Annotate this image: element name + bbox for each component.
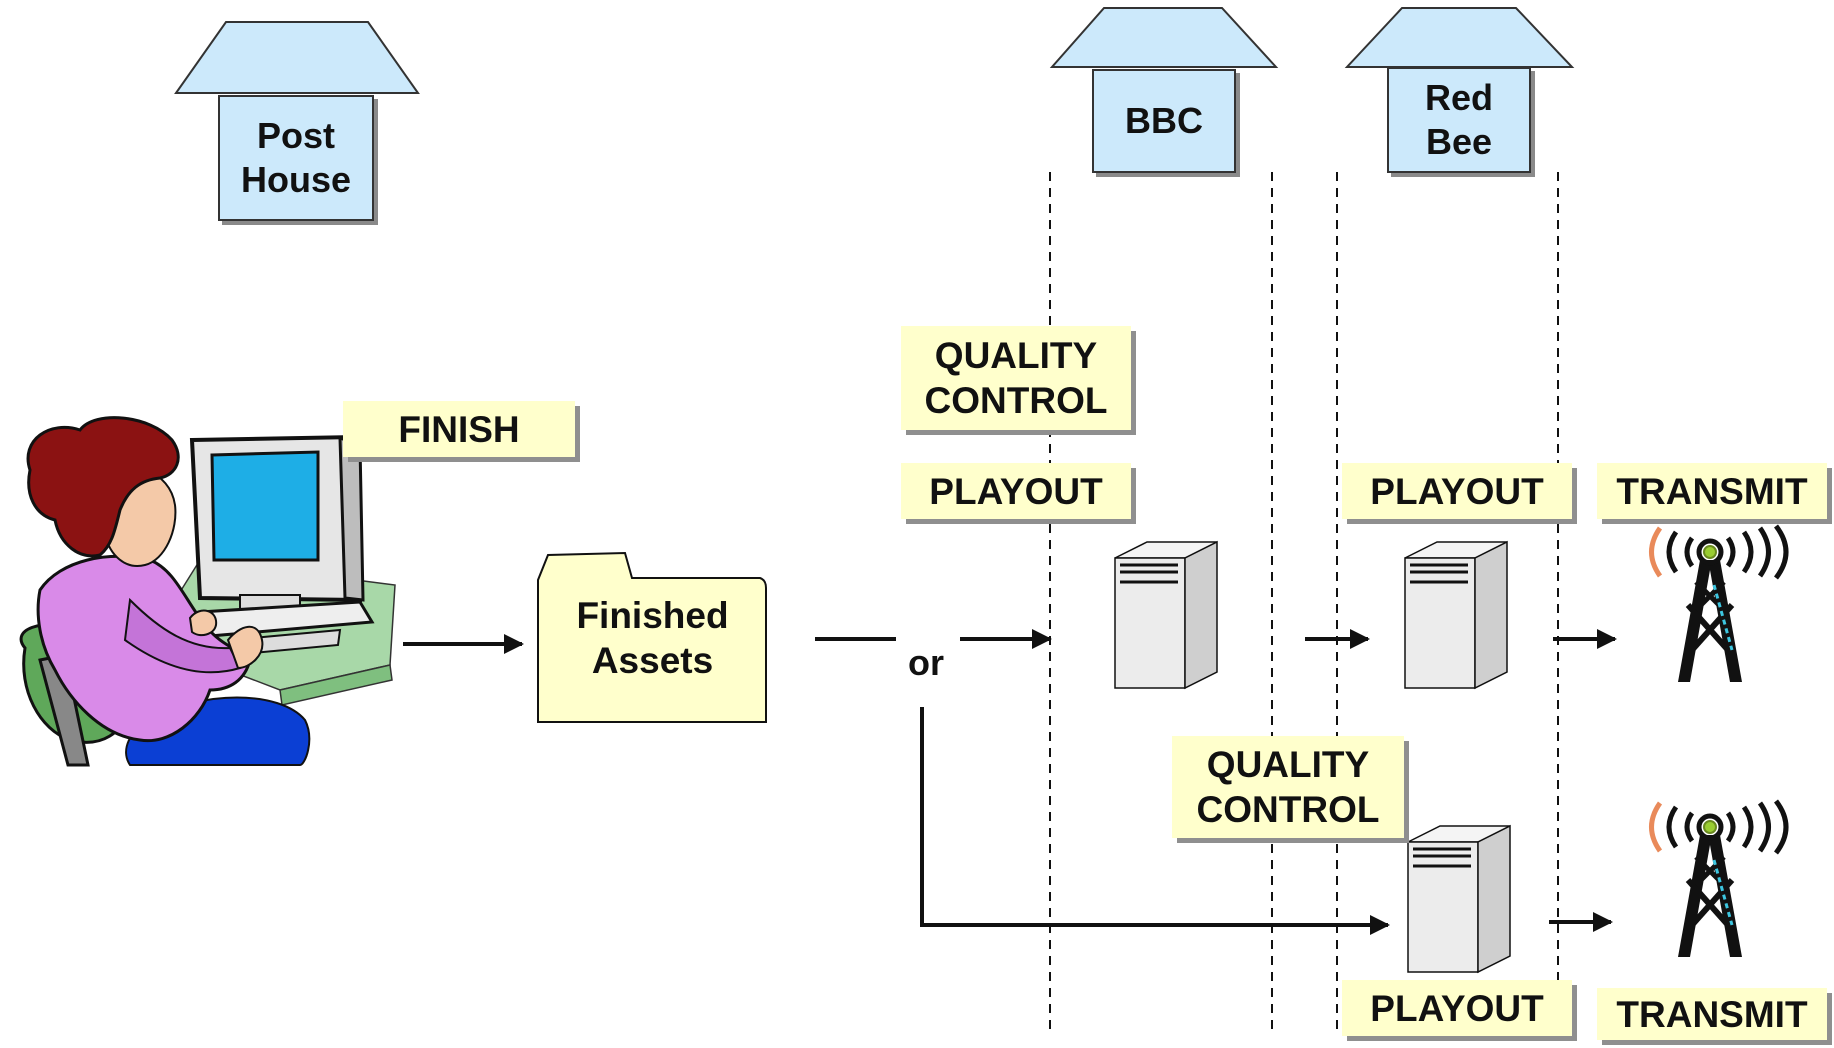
transmit-label: TRANSMIT (1597, 988, 1827, 1040)
finish-label: FINISH (343, 401, 575, 457)
finished-assets-label: Finished Assets (576, 595, 729, 681)
post-house-building: Post House (218, 95, 374, 221)
bbc-label: BBC (1125, 100, 1203, 141)
transmission-tower-icon (1649, 799, 1789, 957)
red-bee-building: Red Bee (1387, 67, 1531, 173)
quality-control-label: QUALITY CONTROL (901, 326, 1131, 430)
bbc-building: BBC (1092, 69, 1236, 173)
post-house-label: Post House (240, 115, 352, 200)
server-icon (1114, 540, 1218, 690)
server-icon (1404, 540, 1508, 690)
transmission-tower-icon (1649, 524, 1789, 682)
server-icon (1407, 824, 1511, 974)
playout-label: PLAYOUT (1342, 463, 1572, 519)
or-label: or (908, 642, 944, 683)
red-bee-label: Red Bee (1424, 77, 1493, 162)
playout-label: PLAYOUT (1342, 980, 1572, 1036)
playout-label: PLAYOUT (901, 463, 1131, 519)
transmit-label: TRANSMIT (1597, 463, 1827, 519)
quality-control-label: QUALITY CONTROL (1172, 736, 1404, 838)
arrow-to-redbee-bottom (920, 707, 1390, 935)
